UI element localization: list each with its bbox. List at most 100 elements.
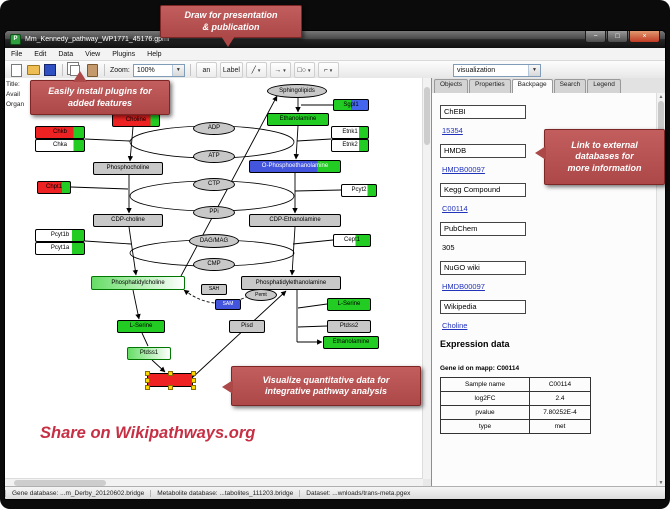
line-tool-button[interactable]: ╱▼ (245, 62, 267, 78)
pathway-node-sah[interactable]: SAH (201, 284, 227, 295)
shape-tool-icon: □○ (297, 66, 306, 74)
connector-tool-button[interactable]: ⌐▼ (317, 62, 339, 78)
scrollbar-thumb[interactable] (658, 101, 664, 141)
scrollbar-thumb[interactable] (14, 480, 106, 486)
panel-vertical-scrollbar[interactable]: ▲ ▼ (656, 93, 665, 487)
pathway-node-cept1[interactable]: Cept1 (333, 234, 371, 247)
callout-external-databases: Link to external databases for more info… (535, 129, 665, 185)
backpage-link-kegg-compound[interactable]: C00114 (442, 204, 468, 213)
new-file-button[interactable] (9, 63, 23, 77)
pathway-node-choline[interactable]: Choline (112, 114, 160, 127)
menu-item-data[interactable]: Data (58, 50, 74, 58)
title-bar[interactable]: P Mm_Kennedy_pathway_WP1771_45176.gpml −… (5, 31, 665, 48)
pathway-node-sam[interactable]: SAM (215, 299, 241, 310)
table-cell: 2.4 (529, 391, 591, 406)
pathway-node-ptdss2[interactable]: Ptdss2 (327, 320, 371, 333)
info-field: Organ (6, 101, 25, 108)
gene-id-label: Gene id on mapp: C00114 (440, 365, 520, 372)
pathway-node-pcyt2[interactable]: Pcyt2 (341, 184, 377, 197)
zoom-select[interactable]: 100% ▼ (132, 63, 185, 77)
pathway-node-o-phosphoethanolamine[interactable]: O-Phosphoethanolamine (249, 160, 341, 173)
pathway-node-l-serine[interactable]: L-Serine (327, 298, 371, 311)
paste-button[interactable] (85, 63, 99, 77)
pathway-node-etnk2[interactable]: Etnk2 (331, 139, 369, 152)
backpage-header-kegg-compound: Kegg Compound (440, 183, 526, 197)
tab-legend[interactable]: Legend (587, 79, 621, 93)
backpage-header-hmdb: HMDB (440, 144, 526, 158)
pathway-node-ctp[interactable]: CTP (193, 178, 235, 191)
pathway-node-ethanolamine[interactable]: Ethanolamine (267, 113, 329, 126)
callout-draw: Draw for presentation & publication (160, 5, 302, 47)
save-button[interactable] (43, 63, 57, 77)
window-title: Mm_Kennedy_pathway_WP1771_45176.gpml (25, 36, 170, 43)
visualization-select[interactable]: visualization ▼ (453, 63, 541, 77)
table-cell: 7.80252E-4 (529, 405, 591, 420)
shape-tool-button[interactable]: □○▼ (293, 62, 315, 78)
pathway-node-sphingolipids[interactable]: Sphingolipids (267, 84, 327, 98)
menu-item-help[interactable]: Help (147, 50, 162, 58)
canvas-horizontal-scrollbar[interactable] (5, 478, 423, 487)
pathway-node-cmp[interactable]: CMP (193, 258, 235, 271)
menu-item-view[interactable]: View (85, 50, 101, 58)
pathway-node-ptdss1[interactable]: Ptdss1 (127, 347, 171, 360)
tab-backpage[interactable]: Backpage (511, 79, 553, 93)
close-button[interactable]: × (629, 31, 660, 43)
maximize-button[interactable]: □ (607, 31, 628, 43)
save-floppy-icon (44, 64, 56, 76)
pathway-node-l-serine[interactable]: L-Serine (117, 320, 165, 333)
app-icon: P (10, 34, 21, 45)
info-field: Avail (6, 91, 20, 98)
datanode-tool-button[interactable]: an (195, 62, 217, 78)
tab-search[interactable]: Search (553, 79, 587, 93)
menu-item-edit[interactable]: Edit (34, 50, 47, 58)
pathway-node-chkb[interactable]: Chkb (35, 126, 85, 139)
pathway-node-cdp-choline[interactable]: CDP-choline (93, 214, 163, 227)
minimize-button[interactable]: − (585, 31, 606, 43)
pathway-node-dag-mag[interactable]: DAG/MAG (189, 234, 239, 248)
open-file-button[interactable] (26, 63, 40, 77)
pathway-node-selected[interactable] (145, 371, 196, 390)
menu-item-file[interactable]: File (11, 50, 23, 58)
pathway-node-pcyt1b[interactable]: Pcyt1b (35, 229, 85, 242)
selection-handle (191, 378, 196, 383)
window-controls: −□× (585, 31, 660, 43)
tab-objects[interactable]: Objects (434, 79, 469, 93)
selection-handle (145, 371, 150, 376)
pathway-node-pcyt1a[interactable]: Pcyt1a (35, 242, 85, 255)
pathway-node-ppi[interactable]: PPi (193, 206, 235, 219)
pathway-node-chka[interactable]: Chka (35, 139, 85, 152)
pathway-node-atp[interactable]: ATP (193, 150, 235, 163)
pathway-node-chpt1[interactable]: Chpt1 (37, 181, 71, 194)
pathway-node-phosphatidylcholine[interactable]: Phosphatidylcholine (91, 276, 185, 290)
pathway-node-sgpl1[interactable]: Sgpl1 (333, 99, 369, 111)
arrow-tool-button[interactable]: →▼ (269, 62, 291, 78)
open-folder-icon (26, 65, 40, 75)
canvas-vertical-scrollbar[interactable] (422, 78, 431, 479)
backpage-link-wikipedia[interactable]: Choline (442, 321, 468, 330)
pathway-node-etnk1[interactable]: Etnk1 (331, 126, 369, 139)
line-tool-icon: ╱ (251, 67, 256, 74)
pathway-node-ethanolamine[interactable]: Ethanolamine (323, 336, 379, 349)
datanode-tool-icon: an (202, 66, 211, 74)
visualization-value: visualization (457, 66, 496, 74)
pathway-node-cdp-ethanolamine[interactable]: CDP-Ethanolamine (249, 214, 341, 227)
backpage-link-nugo-wiki[interactable]: HMDB00097 (442, 282, 485, 291)
chevron-down-icon: ▼ (256, 67, 262, 73)
label-tool-button[interactable]: Label (219, 62, 243, 78)
pathway-node-pemt[interactable]: Pemt (245, 289, 277, 301)
pathway-node-phosphocholine[interactable]: Phosphocholine (93, 162, 163, 175)
pathway-node-pisd[interactable]: Pisd (229, 320, 265, 333)
pathway-node-phosphatidylethanolamine[interactable]: Phosphatidylethanolamine (241, 276, 341, 290)
menu-item-plugins[interactable]: Plugins (112, 50, 136, 58)
tab-properties[interactable]: Properties (469, 79, 511, 93)
backpage-link-hmdb[interactable]: HMDB00097 (442, 165, 485, 174)
scroll-up-icon[interactable]: ▲ (658, 94, 664, 100)
table-cell: log2FC (440, 391, 530, 406)
backpage-link-chebi[interactable]: 15354 (442, 126, 463, 135)
scroll-down-icon[interactable]: ▼ (658, 480, 664, 486)
pathway-node-adp[interactable]: ADP (193, 122, 235, 135)
scrollbar-thumb[interactable] (424, 87, 430, 145)
scrollbar-corner (423, 479, 431, 487)
